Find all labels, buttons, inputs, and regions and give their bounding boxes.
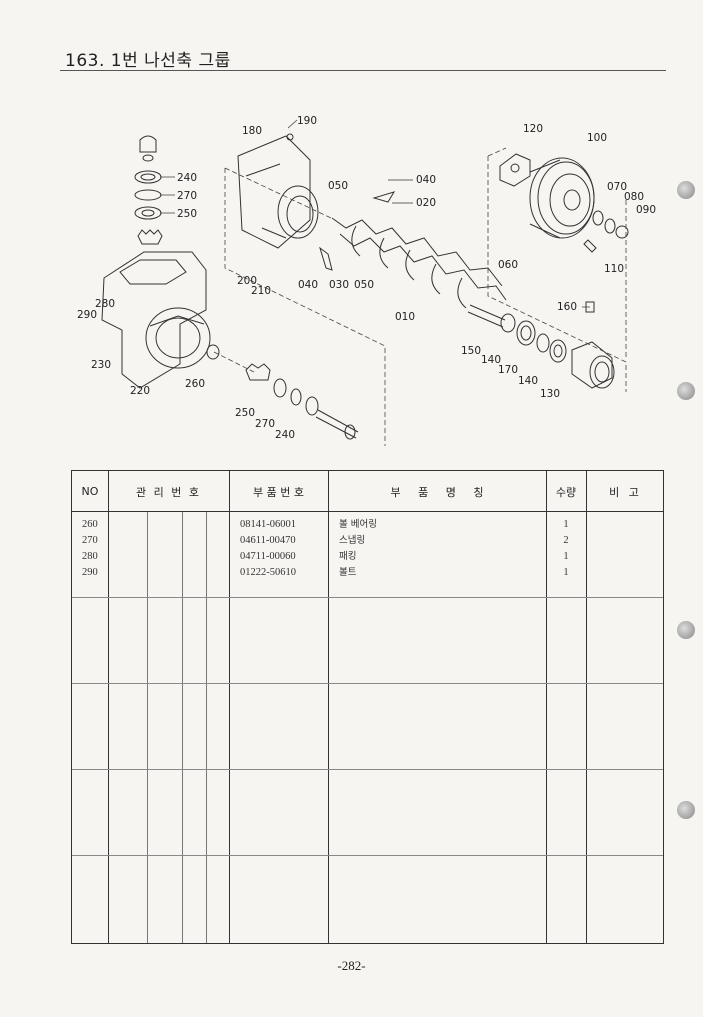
callout-120: 120	[523, 123, 543, 135]
col-divider	[108, 471, 109, 943]
row-divider	[72, 769, 663, 770]
table-row-no: 280	[82, 551, 98, 562]
punch-hole	[677, 801, 695, 819]
table-row-quantity: 1	[563, 519, 569, 530]
table-row-part-number: 01222-50610	[240, 567, 296, 578]
callout-140: 140	[481, 354, 501, 366]
pulley	[499, 153, 629, 253]
no-column: 260 270 280 290	[82, 517, 98, 581]
callout-010: 010	[395, 311, 415, 323]
table-row-part-name: 볼트	[339, 567, 357, 578]
callout-160: 160	[557, 301, 577, 313]
callout-270-lower: 270	[255, 418, 275, 430]
table-row-part-number: 04711-00060	[240, 551, 296, 562]
col-divider	[546, 471, 547, 943]
callout-100: 100	[587, 132, 607, 144]
punch-hole	[677, 621, 695, 639]
col-divider	[586, 471, 587, 943]
table-row-no: 260	[82, 519, 98, 530]
callout-230: 230	[91, 359, 111, 371]
table-row-quantity: 1	[563, 551, 569, 562]
callout-080: 080	[624, 191, 644, 203]
callout-130: 130	[540, 388, 560, 400]
callout-250: 250	[177, 208, 197, 220]
page-title: 163. 1번 나선축 그룹	[65, 51, 231, 71]
callout-250-lower: 250	[235, 407, 255, 419]
callout-050-lower: 050	[354, 279, 374, 291]
callout-110: 110	[604, 263, 624, 275]
table-row-quantity: 1	[563, 567, 569, 578]
callout-220: 220	[130, 385, 150, 397]
col-divider	[206, 512, 207, 943]
screw-shaft	[319, 191, 507, 328]
callout-270: 270	[177, 190, 197, 202]
row-divider	[72, 855, 663, 856]
callout-050: 050	[328, 180, 348, 192]
callout-210: 210	[251, 285, 271, 297]
table-row-part-name: 볼 베어링	[339, 519, 377, 530]
col-divider	[147, 512, 148, 943]
callout-020: 020	[416, 197, 436, 209]
table-row-part-number: 04611-00470	[240, 535, 296, 546]
part-number-column: 08141-06001 04611-00470 04711-00060 0122…	[240, 517, 296, 581]
table-row-no: 270	[82, 535, 98, 546]
lower-shaft-parts	[245, 363, 359, 440]
col-divider	[229, 471, 230, 943]
title-underline	[60, 70, 666, 71]
parts-table: NO 관 리 번 호 부 품 번 호 부 품 명 칭 수량 비 고 260 27…	[71, 470, 664, 944]
punch-hole	[677, 382, 695, 400]
row-divider	[72, 683, 663, 684]
col-divider	[328, 471, 329, 943]
header-divider	[72, 511, 663, 512]
callout-180: 180	[242, 125, 262, 137]
header-part-number: 부 품 번 호	[253, 485, 304, 499]
punch-hole	[677, 181, 695, 199]
exploded-parts-diagram: 190 180 120 100 240 270 250 050 040 020 …	[77, 115, 656, 446]
assembly-boundary-lines	[213, 147, 627, 446]
callout-240-lower: 240	[275, 429, 295, 441]
part-name-column: 볼 베어링 스냅링 패킹 볼트	[339, 517, 377, 581]
table-row-no: 290	[82, 567, 98, 578]
callout-170: 170	[498, 364, 518, 376]
header-remarks: 비 고	[609, 485, 642, 499]
callout-200: 200	[237, 275, 257, 287]
table-row-quantity: 2	[563, 535, 569, 546]
left-stack-parts	[134, 135, 163, 245]
gearbox-housing	[101, 251, 220, 389]
header-quantity: 수량	[555, 485, 577, 499]
header-management-no: 관 리 번 호	[136, 485, 201, 499]
callout-070: 070	[607, 181, 627, 193]
end-housing	[237, 133, 319, 249]
callout-190: 190	[297, 115, 317, 127]
col-divider	[182, 512, 183, 943]
bearing-assembly	[500, 301, 615, 389]
quantity-column: 1 2 1 1	[546, 517, 586, 581]
callout-260: 260	[185, 378, 205, 390]
callout-150: 150	[461, 345, 481, 357]
callout-280: 280	[95, 298, 115, 310]
callout-040: 040	[416, 174, 436, 186]
page-number: -282-	[337, 958, 366, 973]
callout-090: 090	[636, 204, 656, 216]
header-no: NO	[81, 485, 99, 498]
callout-040-lower: 040	[298, 279, 318, 291]
callout-030: 030	[329, 279, 349, 291]
callout-140-lower: 140	[518, 375, 538, 387]
leader-lines	[160, 119, 590, 308]
table-row-part-number: 08141-06001	[240, 519, 296, 530]
table-row-part-name: 스냅링	[339, 535, 366, 546]
callout-060: 060	[498, 259, 518, 271]
callout-290: 290	[77, 309, 97, 321]
row-divider	[72, 597, 663, 598]
callout-240: 240	[177, 172, 197, 184]
table-row-part-name: 패킹	[339, 551, 357, 562]
header-part-name: 부 품 명 칭	[390, 485, 484, 499]
